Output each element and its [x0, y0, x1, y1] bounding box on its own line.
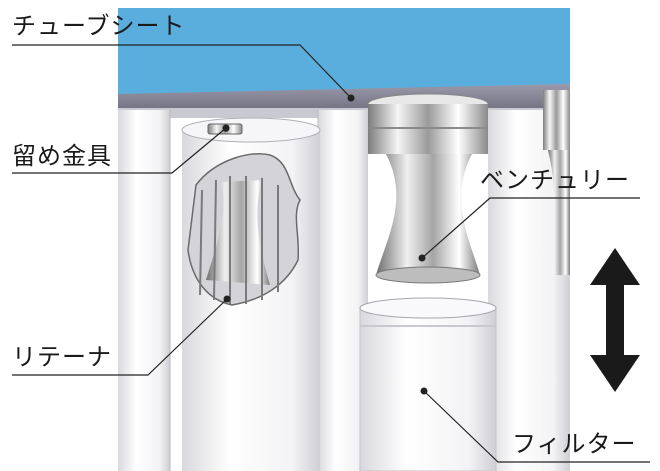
clamp-label: 留め金具	[12, 142, 112, 170]
venturi-label: ベンチュリー	[480, 166, 630, 194]
background-tube	[118, 110, 170, 471]
venturi-throat	[376, 154, 480, 275]
retainer-cage-wires	[199, 176, 279, 304]
leader-dots	[222, 94, 428, 395]
partial-venturi-throat	[548, 150, 570, 275]
retainer-label: リテーナ	[12, 343, 112, 371]
left-tube-top	[181, 117, 321, 143]
tube-sheet-label: チューブシート	[12, 12, 186, 40]
detached-filter	[359, 307, 497, 471]
leader-lines	[12, 44, 650, 463]
retainer-venturi-inside	[206, 180, 270, 285]
up-down-arrow	[590, 248, 640, 392]
partial-venturi-collar	[543, 90, 570, 150]
sky-background	[118, 8, 570, 94]
detached-filter-top	[359, 297, 497, 319]
filter-label: フィルター	[512, 430, 637, 458]
venturi-bottom	[375, 266, 481, 284]
